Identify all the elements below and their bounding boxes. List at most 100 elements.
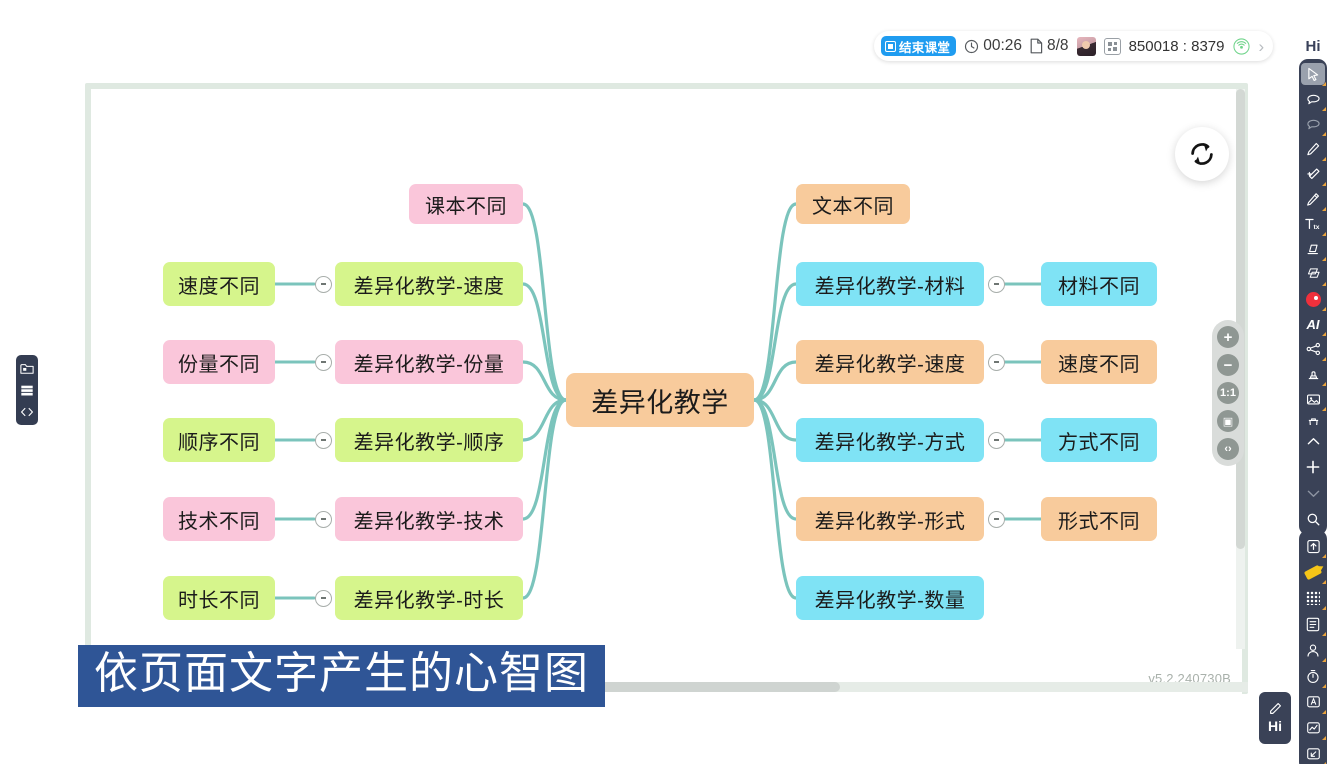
list-tool[interactable] <box>1301 613 1326 636</box>
page-down-button[interactable] <box>1301 482 1325 504</box>
tool-options-corner[interactable] <box>1322 407 1326 411</box>
mindmap-leaf-node-right-3[interactable]: 形式不同 <box>1041 497 1157 541</box>
tool-options-corner[interactable] <box>1322 157 1326 161</box>
tool-options-corner[interactable] <box>1322 82 1326 86</box>
timer-icon <box>1307 669 1319 683</box>
pencil-tool[interactable] <box>1301 188 1326 211</box>
avatar[interactable] <box>1076 36 1096 56</box>
end-class-button[interactable]: 结束课堂 <box>881 36 957 56</box>
stamp-tool[interactable] <box>1301 363 1326 386</box>
collapse-toggle-left-3[interactable] <box>314 510 332 528</box>
tool-options-corner[interactable] <box>1322 282 1326 286</box>
color-palette-tool[interactable] <box>1301 288 1326 311</box>
code-icon[interactable] <box>20 405 34 419</box>
mindmap-leaf-node-left-3[interactable]: 技术不同 <box>163 497 275 541</box>
zoom-reset-button[interactable]: 1:1 <box>1217 382 1239 404</box>
mindmap-branch-node-left-0[interactable]: 差异化教学-速度 <box>335 262 523 306</box>
eraser-tool[interactable] <box>1301 238 1326 261</box>
mindmap-branch-node-left-4[interactable]: 差异化教学-时长 <box>335 576 523 620</box>
layers-icon[interactable] <box>20 383 34 397</box>
collapse-toggle-left-4[interactable] <box>314 589 332 607</box>
upload-tool[interactable] <box>1301 535 1326 558</box>
mindmap-branch-node-right-4[interactable]: 差异化教学-数量 <box>796 576 984 620</box>
page-up-button[interactable] <box>1301 430 1325 452</box>
tool-options-corner[interactable] <box>1322 107 1326 111</box>
mindmap-leaf-node-left-0[interactable]: 速度不同 <box>163 262 275 306</box>
mindmap-branch-node-left-2[interactable]: 差异化教学-顺序 <box>335 418 523 462</box>
whiteboard-canvas[interactable]: 差异化教学差异化教学-速度速度不同差异化教学-份量份量不同差异化教学-顺序顺序不… <box>91 89 1242 694</box>
mindmap-leaf-node-right-1[interactable]: 速度不同 <box>1041 340 1157 384</box>
chart-tool[interactable] <box>1301 717 1326 740</box>
collapse-toggle-right-0[interactable] <box>987 275 1005 293</box>
tool-options-corner[interactable] <box>1322 580 1326 584</box>
mindmap-leaf-node-right-0[interactable]: 材料不同 <box>1041 262 1157 306</box>
tool-options-corner[interactable] <box>1322 736 1326 740</box>
tool-options-corner[interactable] <box>1322 307 1326 311</box>
image-insert-tool[interactable] <box>1301 388 1326 411</box>
mindmap-branch-node-right-1[interactable]: 差异化教学-速度 <box>796 340 984 384</box>
collapse-toggle-left-2[interactable] <box>314 431 332 449</box>
vertical-scrollbar-thumb[interactable] <box>1236 89 1245 549</box>
tool-options-corner[interactable] <box>1322 207 1326 211</box>
zoom-in-button[interactable]: + <box>1217 326 1239 348</box>
collapse-toggle-right-2[interactable] <box>987 431 1005 449</box>
pen-tool[interactable] <box>1301 138 1326 161</box>
mindmap-tool[interactable] <box>1301 338 1326 361</box>
tool-options-corner[interactable] <box>1322 606 1326 610</box>
mindmap-branch-node-right-3[interactable]: 差异化教学-形式 <box>796 497 984 541</box>
text-tool[interactable]: tx <box>1301 213 1326 236</box>
mindmap-leaf-node-right-2[interactable]: 方式不同 <box>1041 418 1157 462</box>
collapse-toggle-left-1[interactable] <box>314 353 332 371</box>
chevron-right-icon[interactable]: › <box>1258 36 1265 56</box>
collapse-toggle-right-1[interactable] <box>987 353 1005 371</box>
tool-options-corner[interactable] <box>1322 762 1326 764</box>
tool-options-corner[interactable] <box>1322 382 1326 386</box>
highlighter-tool[interactable] <box>1301 561 1326 584</box>
grid-tool[interactable] <box>1301 587 1326 610</box>
lasso-select-tool[interactable] <box>1301 88 1326 111</box>
tool-options-corner[interactable] <box>1322 232 1326 236</box>
tool-options-corner[interactable] <box>1322 632 1326 636</box>
collapse-tool[interactable] <box>1301 743 1326 764</box>
mindmap-leaf-node-left-2[interactable]: 顺序不同 <box>163 418 275 462</box>
search-button[interactable] <box>1301 508 1325 530</box>
mindmap-node-left-top[interactable]: 课本不同 <box>409 184 523 224</box>
tool-options-corner[interactable] <box>1322 332 1326 336</box>
tool-options-corner[interactable] <box>1322 182 1326 186</box>
add-page-button[interactable] <box>1301 456 1325 478</box>
tool-options-corner[interactable] <box>1322 554 1326 558</box>
mindmap-branch-node-right-2[interactable]: 差异化教学-方式 <box>796 418 984 462</box>
floating-hi-button[interactable]: Hi <box>1259 692 1291 744</box>
tool-options-corner[interactable] <box>1322 658 1326 662</box>
collapse-toggle-left-0[interactable] <box>314 275 332 293</box>
mindmap-branch-node-left-3[interactable]: 差异化教学-技术 <box>335 497 523 541</box>
collapse-toggle-right-3[interactable] <box>987 510 1005 528</box>
timer-tool[interactable] <box>1301 665 1326 688</box>
shape-tool[interactable] <box>1301 263 1326 286</box>
tool-options-corner[interactable] <box>1322 257 1326 261</box>
tool-options-corner[interactable] <box>1322 132 1326 136</box>
ai-tool[interactable]: AI <box>1301 313 1326 336</box>
mindmap-center-node[interactable]: 差异化教学 <box>566 373 754 427</box>
file-manager-icon[interactable] <box>20 361 34 375</box>
refresh-button[interactable] <box>1175 127 1229 181</box>
user-tool[interactable] <box>1301 639 1326 662</box>
freeform-select-tool[interactable] <box>1301 113 1326 136</box>
mindmap-leaf-node-left-4[interactable]: 时长不同 <box>163 576 275 620</box>
fit-to-screen-button[interactable]: ▣ <box>1217 410 1239 432</box>
mindmap-branch-node-right-0[interactable]: 差异化教学-材料 <box>796 262 984 306</box>
answer-tool[interactable] <box>1301 691 1326 714</box>
end-class-label: 结束课堂 <box>899 40 951 55</box>
grid-icon <box>1306 591 1320 605</box>
mindmap-node-right-top[interactable]: 文本不同 <box>796 184 910 224</box>
zoom-out-button[interactable]: − <box>1217 354 1239 376</box>
mindmap-leaf-node-left-1[interactable]: 份量不同 <box>163 340 275 384</box>
qr-code-icon[interactable] <box>1103 37 1121 55</box>
tool-options-corner[interactable] <box>1322 710 1326 714</box>
select-cursor-tool[interactable] <box>1301 63 1326 86</box>
mindmap-branch-node-left-1[interactable]: 差异化教学-份量 <box>335 340 523 384</box>
expand-button[interactable]: ‹› <box>1217 438 1239 460</box>
magic-pen-tool[interactable] <box>1301 163 1326 186</box>
tool-options-corner[interactable] <box>1322 357 1326 361</box>
tool-options-corner[interactable] <box>1322 684 1326 688</box>
